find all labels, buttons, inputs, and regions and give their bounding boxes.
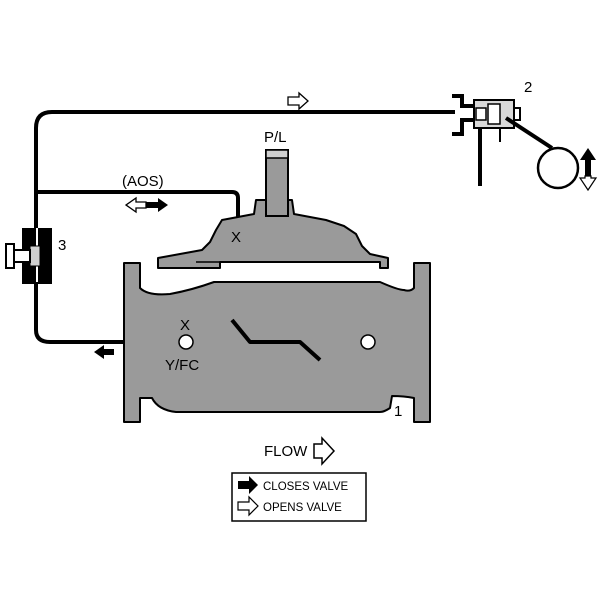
- aos-pilot-tube: [36, 190, 240, 222]
- flow-arrow-icon: [313, 436, 336, 466]
- pilot-line-label: P/L: [264, 129, 287, 146]
- body-port-x: [178, 334, 194, 350]
- flow-label: FLOW: [264, 443, 308, 460]
- body-port-right: [360, 334, 376, 350]
- bonnet-stem: [265, 149, 289, 217]
- bonnet-stem-cap: [265, 149, 289, 159]
- lower-line-closes-arrow-icon: [94, 345, 114, 359]
- float-travel-icon: [578, 148, 598, 192]
- body-port-x-label: X: [180, 317, 190, 334]
- top-pilot-tube: [34, 110, 455, 228]
- bonnet-port-x-label: X: [231, 229, 241, 246]
- lower-pilot-tube: [34, 282, 180, 344]
- legend-box: [231, 472, 367, 522]
- legend-closes-arrow-icon: [238, 476, 258, 494]
- float-pilot: [452, 94, 598, 192]
- isolation-valve: [5, 228, 52, 284]
- legend: CLOSES VALVE OPENS VALVE: [231, 472, 367, 522]
- legend-closes-label: CLOSES VALVE: [263, 481, 349, 493]
- float-ball: [536, 146, 580, 190]
- aos-label: (AOS): [122, 173, 164, 190]
- aos-bidirectional-arrow-icon: [124, 196, 168, 214]
- callout-3-label: 3: [58, 237, 66, 254]
- callout-1-label: 1: [394, 403, 402, 420]
- valve-seat-line: [230, 318, 322, 362]
- callout-2-label: 2: [524, 79, 532, 96]
- legend-opens-arrow-icon: [237, 495, 259, 517]
- top-line-opens-arrow-icon: [287, 91, 309, 111]
- legend-opens-label: OPENS VALVE: [263, 502, 342, 514]
- body-port-y-fc-label: Y/FC: [165, 357, 199, 374]
- main-valve: [123, 149, 431, 423]
